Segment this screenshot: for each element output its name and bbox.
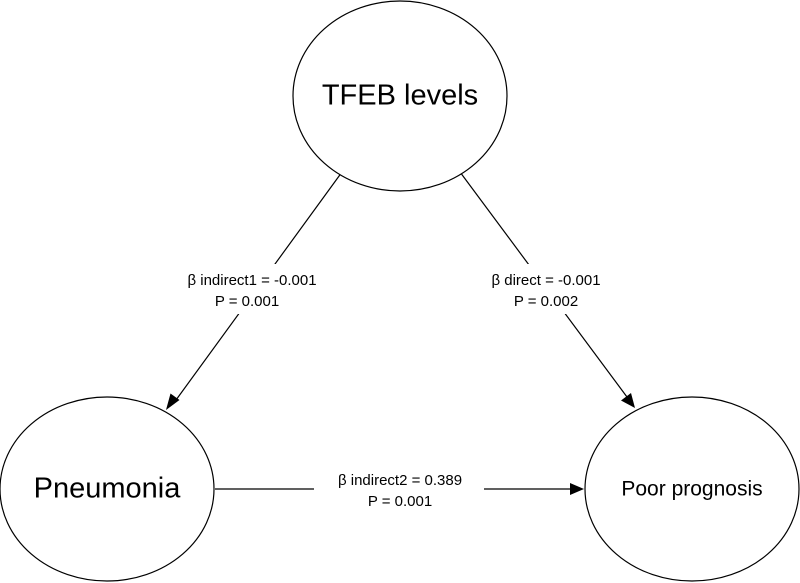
node-poor-prognosis: Poor prognosis: [584, 396, 800, 582]
arrowhead-poor-prognosis-from-pneumonia: [570, 483, 584, 495]
node-pneumonia: Pneumonia: [0, 396, 215, 582]
edge-tfeb-to-poor-prognosis: β direct = -0.001 P = 0.002: [459, 171, 635, 408]
node-pneumonia-label: Pneumonia: [34, 473, 182, 505]
edge-tfeb-to-pneumonia: β indirect1 = -0.001 P = 0.001: [160, 171, 344, 410]
beta-indirect2-label: β indirect2 = 0.389: [338, 472, 462, 489]
arrowhead-poor-prognosis-from-tfeb: [621, 393, 635, 408]
node-tfeb-ellipse: [292, 0, 508, 192]
p-value-indirect1-label: P = 0.001: [215, 293, 279, 310]
node-tfeb-label: TFEB levels: [322, 80, 478, 112]
node-tfeb-levels: TFEB levels: [292, 0, 508, 192]
arrowhead-pneumonia-from-tfeb: [166, 393, 180, 410]
p-value-indirect2-label: P = 0.001: [368, 493, 432, 510]
edge-label-bg: [468, 264, 624, 314]
edge-label-bg: [314, 470, 484, 512]
beta-direct-label: β direct = -0.001: [491, 272, 600, 289]
node-poor-prognosis-ellipse: [584, 396, 800, 582]
node-pneumonia-ellipse: [0, 396, 215, 582]
beta-indirect1-label: β indirect1 = -0.001: [187, 272, 316, 289]
edge-pneumonia-to-poor-prognosis: β indirect2 = 0.389 P = 0.001: [215, 470, 584, 512]
edge-label-bg: [160, 264, 344, 314]
node-poor-prognosis-label: Poor prognosis: [621, 478, 762, 501]
p-value-direct-label: P = 0.002: [514, 293, 578, 310]
